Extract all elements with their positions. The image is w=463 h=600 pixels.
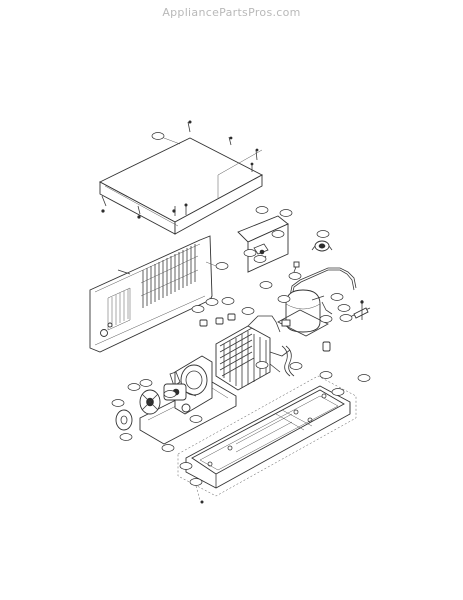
panel-vents — [140, 244, 199, 308]
control-bracket — [237, 215, 289, 273]
fan-blade — [139, 389, 161, 415]
refrigerant-tubing — [289, 267, 357, 315]
filter-drier — [347, 300, 371, 320]
watermark-text: AppliancePartsPros.com — [162, 6, 301, 19]
fan-shroud — [115, 409, 133, 431]
left-grille — [107, 287, 131, 331]
fan-motor-assembly — [139, 355, 237, 445]
top-cover-panel — [99, 137, 263, 235]
grommets — [199, 313, 331, 352]
base-pan — [185, 385, 351, 489]
cover-screws — [101, 120, 259, 219]
compressor — [277, 289, 329, 337]
condenser-coil — [215, 315, 291, 391]
small-plug — [293, 261, 300, 273]
callout-bubbles — [111, 132, 371, 486]
thermostat-knob — [311, 240, 333, 252]
base-dashed-outline — [177, 375, 357, 504]
drain-tube — [281, 345, 295, 377]
condenser-back-panel — [89, 235, 213, 353]
